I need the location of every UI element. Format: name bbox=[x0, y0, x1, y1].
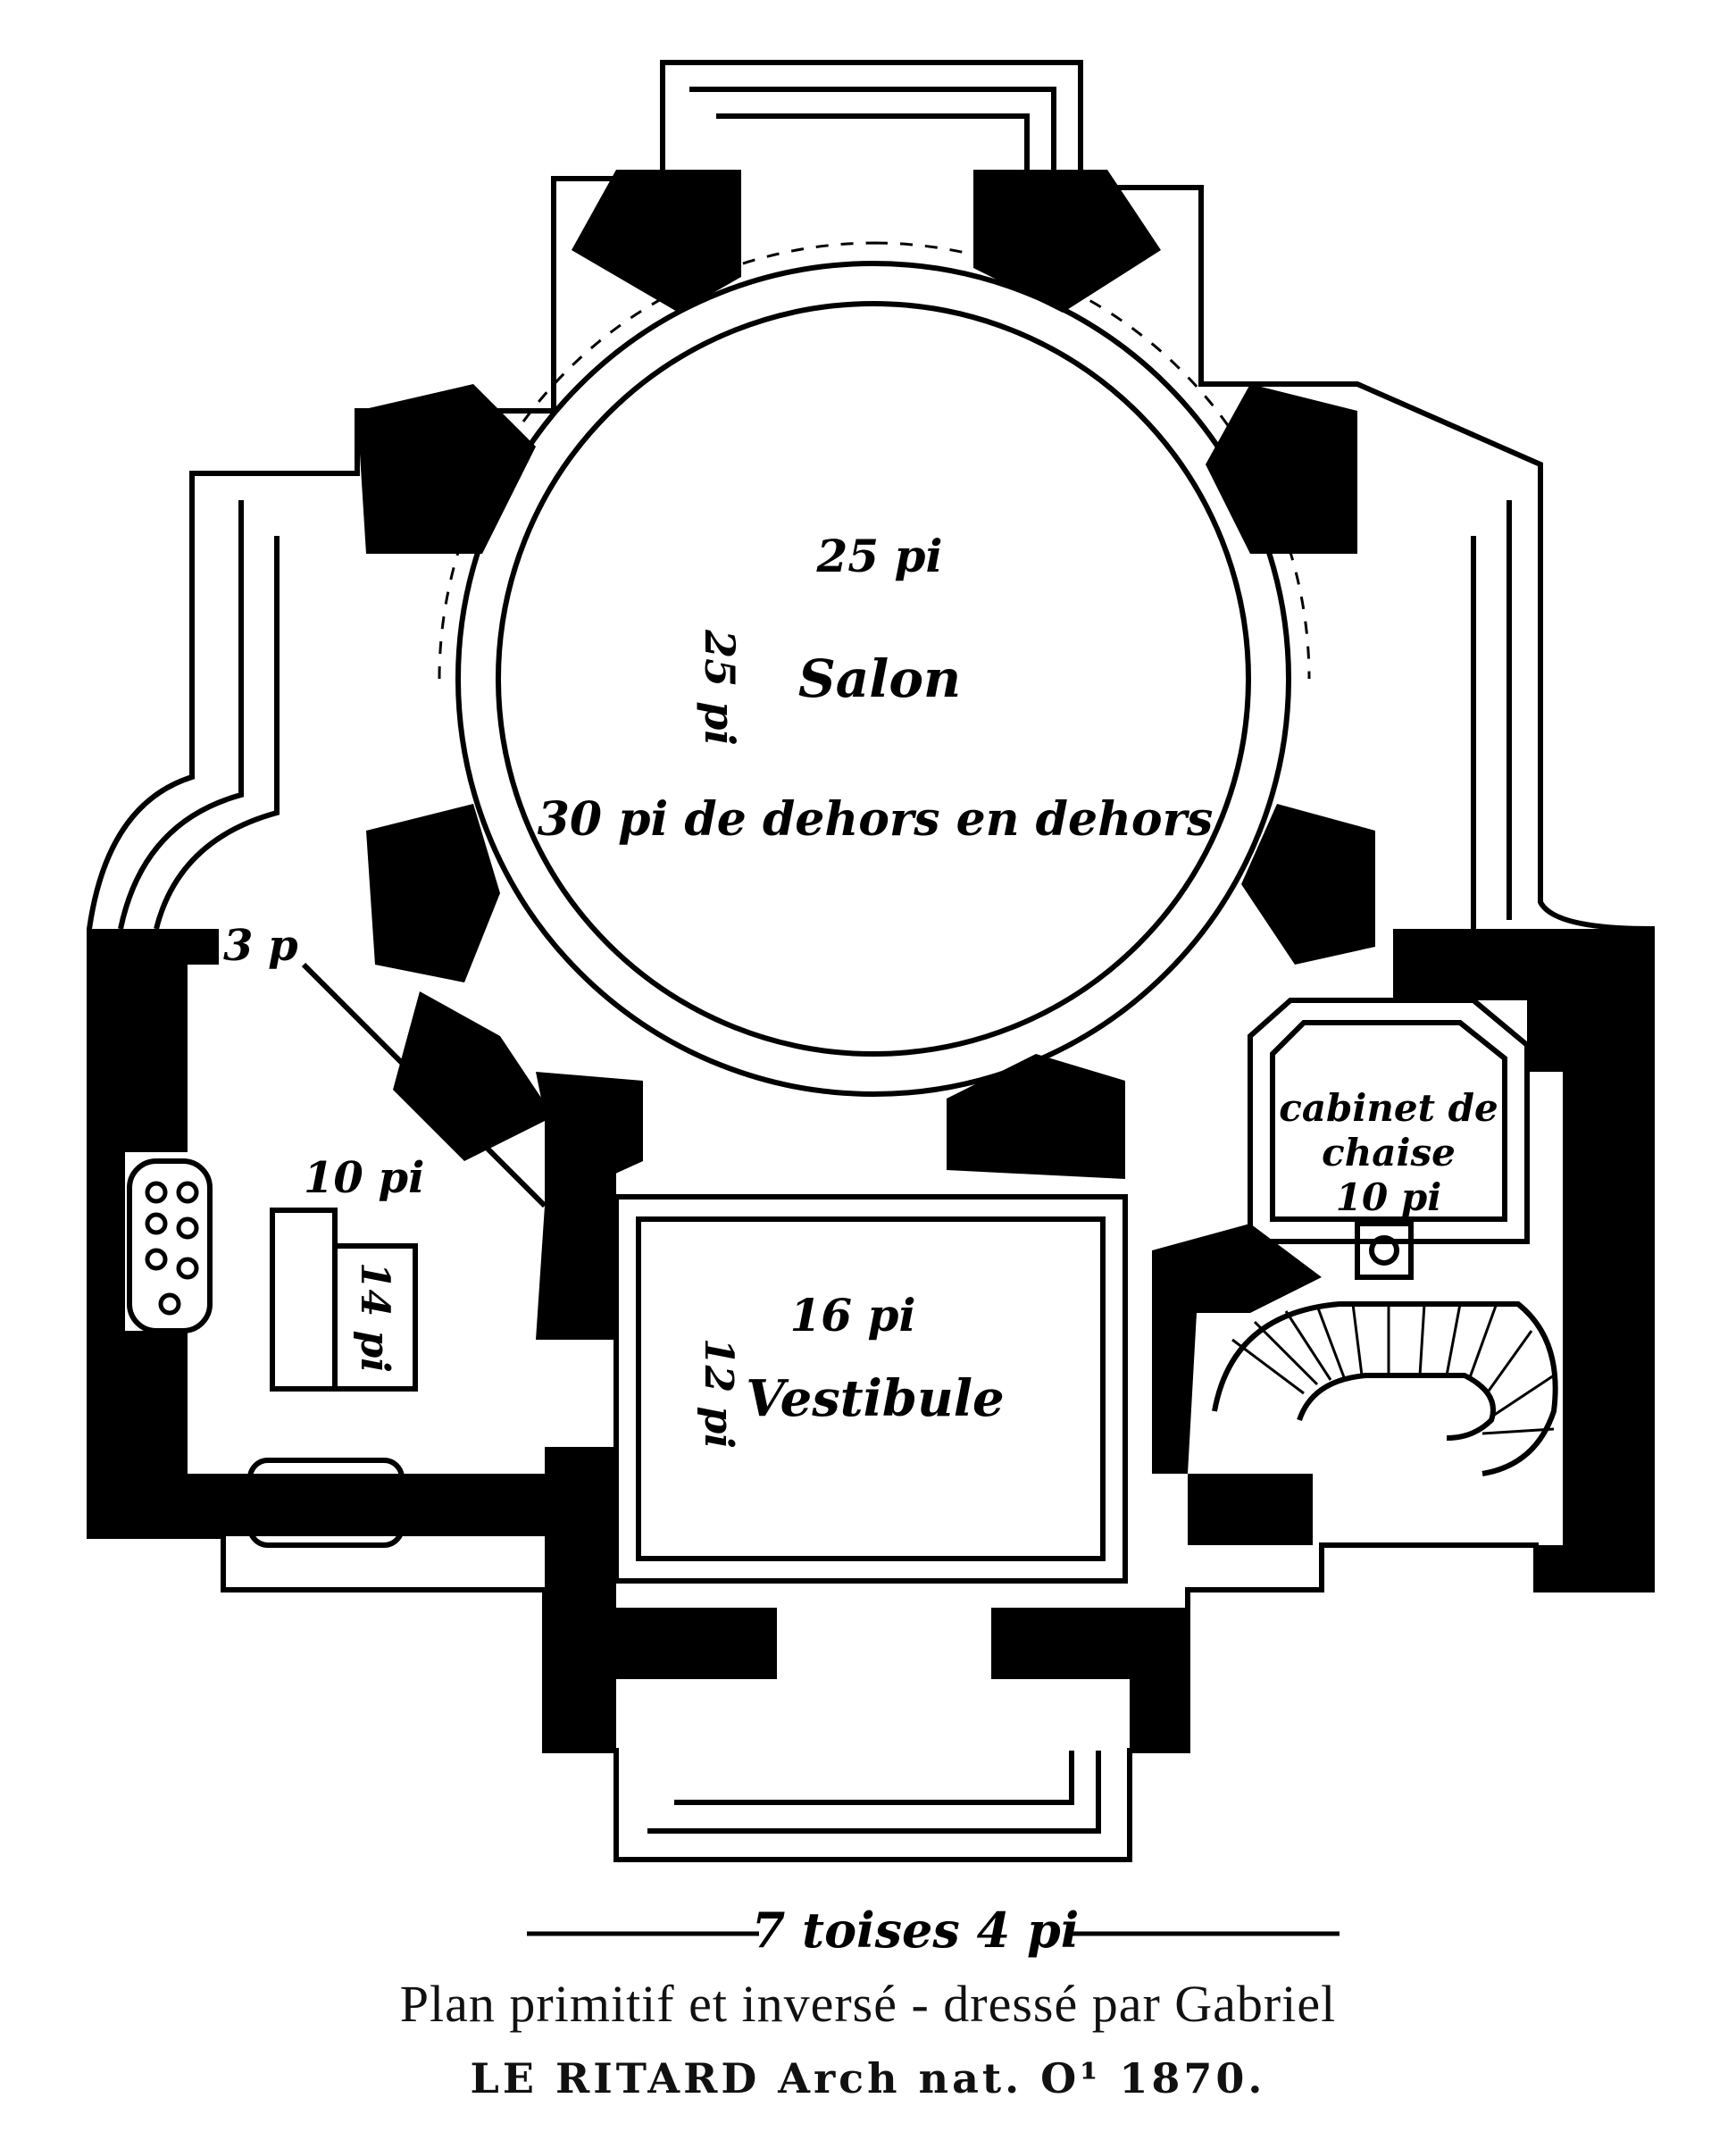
cabinet-size-label: 10 pi bbox=[1336, 1175, 1441, 1219]
outer-double-line-inner bbox=[154, 113, 1476, 1805]
room-width-label: 10 pi bbox=[304, 1153, 424, 1203]
pier-top-right bbox=[973, 170, 1161, 313]
bed-alcove bbox=[270, 1208, 338, 1392]
source-credit: LE RITARD Arch nat. O¹ 1870. bbox=[470, 2054, 1266, 2102]
pier-right-upper bbox=[1206, 384, 1357, 554]
cabinet-name-label-2: chaise bbox=[1322, 1131, 1456, 1174]
stove bbox=[127, 1158, 213, 1333]
stair-curve-outer bbox=[1212, 1301, 1558, 1476]
cabinet-inner bbox=[1270, 1020, 1507, 1222]
scale-bar: 7 toises 4 pi bbox=[527, 1902, 1340, 1959]
pier-east-upper bbox=[1393, 929, 1527, 1000]
pier-center-right bbox=[947, 1054, 1125, 1179]
vestibule-name-label: Vestibule bbox=[746, 1369, 1004, 1428]
pier-top-left bbox=[572, 170, 741, 313]
masonry-piers bbox=[89, 170, 1652, 1751]
pier-east-wall bbox=[1527, 929, 1652, 1590]
cabinet-fixture-circle bbox=[1369, 1235, 1399, 1266]
pier-vestibule-left bbox=[545, 1161, 616, 1340]
stair-curve-inner bbox=[1297, 1373, 1496, 1441]
room-depth-label: 14 pi bbox=[352, 1262, 397, 1373]
vestibule-room bbox=[613, 1194, 1128, 1584]
salon-name-label: Salon bbox=[798, 648, 961, 709]
wall-thickness-label: 3 p bbox=[223, 921, 298, 971]
figure-caption: Plan primitif et inversé - dressé par Ga… bbox=[399, 1975, 1337, 2033]
salon-outer-label: 30 pi de dehors en dehors bbox=[538, 792, 1214, 847]
pier-center-left bbox=[536, 1072, 643, 1340]
pier-west-wall bbox=[89, 929, 188, 1536]
salon-outer-circle bbox=[455, 261, 1291, 1097]
salon-inner-circle bbox=[496, 301, 1251, 1057]
bed bbox=[332, 1243, 418, 1392]
cabinet-fixture bbox=[1355, 1221, 1414, 1280]
pier-southeast bbox=[1188, 1474, 1313, 1545]
stair-steps bbox=[1231, 1303, 1555, 1435]
vestibule-depth-label: 12 pi bbox=[696, 1338, 741, 1449]
stove-burners bbox=[145, 1181, 199, 1316]
salon-width-label: 25 pi bbox=[816, 530, 943, 582]
pier-portico-right bbox=[991, 1608, 1188, 1751]
pier-portico-left bbox=[545, 1608, 777, 1751]
pier-west-corner bbox=[188, 929, 219, 965]
salon-height-label: 25 pi bbox=[696, 629, 744, 746]
pier-right-middle bbox=[1241, 804, 1375, 965]
pier-stair-wall bbox=[1152, 1224, 1322, 1474]
cabinet-name-label-1: cabinet de bbox=[1279, 1086, 1498, 1130]
pier-left-upper bbox=[357, 384, 536, 554]
vestibule-inner bbox=[636, 1216, 1106, 1561]
pier-left-middle bbox=[366, 804, 500, 982]
pier-left-lower bbox=[393, 991, 554, 1161]
pier-southwest bbox=[89, 1474, 545, 1536]
scale-label: 7 toises 4 pi bbox=[752, 1902, 1079, 1959]
outer-wall-outline bbox=[87, 60, 1655, 1862]
vestibule-width-label: 16 pi bbox=[790, 1289, 916, 1342]
outer-double-line bbox=[118, 87, 1512, 1834]
